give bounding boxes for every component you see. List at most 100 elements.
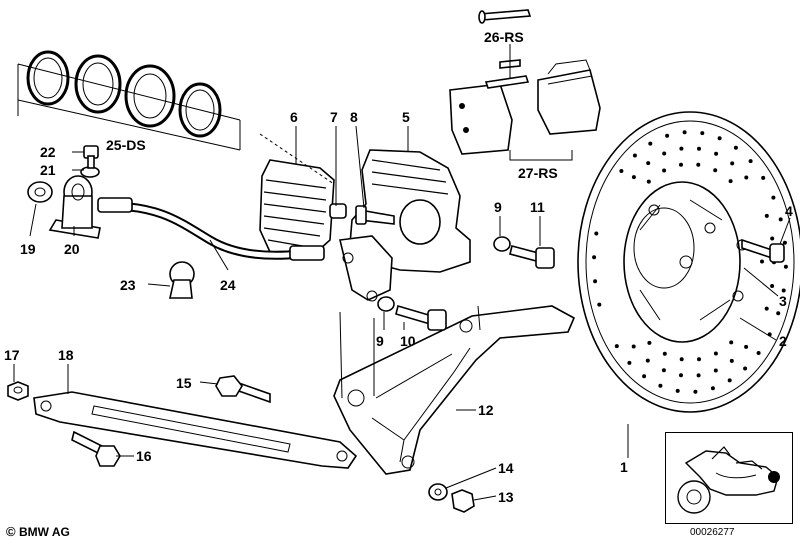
disc-hole [593,279,598,284]
washer-9a[interactable] [493,236,511,252]
disc-hole [770,284,775,288]
brake-disc[interactable] [577,111,800,413]
leader-lines [13,44,791,501]
disc-hole [619,169,624,173]
label-part-14: 14 [498,460,514,476]
disc-hole [646,161,651,166]
nut-17[interactable] [7,381,29,401]
disc-hole [693,389,698,394]
label-part-5: 5 [402,109,410,125]
label-kit-27-rs: 27-RS [518,165,558,181]
label-part-15: 15 [176,375,192,391]
vehicle-position-inset [665,432,793,524]
disc-hole [662,351,667,356]
label-part-9-upper: 9 [494,199,502,215]
disc-hole [645,358,650,363]
disc-hole [764,306,769,311]
disc-hole [662,151,667,156]
disc-hole [778,217,783,222]
motorcycle-silhouette-icon [677,446,780,514]
disc-hole [713,168,718,173]
disc-hole [700,131,705,136]
disc-hole [627,360,632,365]
label-part-24: 24 [220,277,236,293]
washer-14[interactable] [428,483,448,501]
bolt-16[interactable] [71,430,121,467]
label-part-6: 6 [290,109,298,125]
label-part-1: 1 [620,459,628,475]
disc-hole [648,141,653,146]
disc-hole [729,358,734,363]
disc-hole [658,383,663,388]
nut-13[interactable] [451,489,475,513]
bleeder-valve[interactable] [355,205,395,225]
label-part-11: 11 [530,199,545,215]
hose-holder[interactable] [48,175,101,239]
hose-clip[interactable] [169,261,195,299]
disc-hole [713,351,718,356]
caliper-outer-half[interactable] [259,159,335,259]
disc-hole [697,357,701,362]
label-part-23: 23 [120,277,136,293]
disc-hole [679,146,684,151]
disc-hole [764,213,769,218]
label-part-13: 13 [498,489,514,505]
disc-hole [675,388,680,393]
brake-pad-left[interactable] [449,83,513,155]
disc-hole [744,344,749,349]
label-part-12: 12 [478,402,494,418]
label-part-18: 18 [58,347,74,363]
disc-hole [782,240,787,245]
disc-hole [781,288,786,293]
copyright-text: BMW AG [18,525,70,539]
disc-hole [696,162,701,167]
label-kit-26-rs: 26-RS [484,29,524,45]
pad-pin[interactable] [478,9,532,89]
grommet[interactable] [27,181,53,203]
disc-hole [771,195,776,200]
disc-hole [743,366,748,371]
disc-hole [614,344,619,349]
caliper-inner-half[interactable] [339,149,471,302]
caliper-carrier[interactable] [333,305,576,475]
bolt-15[interactable] [215,375,271,404]
disc-hole [682,130,687,135]
disc-hole [679,357,684,362]
disc-hole [727,378,732,383]
disc-hole [696,373,701,378]
disc-hole [717,136,722,141]
disc-hole [697,146,701,151]
disc-hole [770,236,775,241]
label-part-19: 19 [20,241,36,257]
bolt-10[interactable] [395,304,447,331]
disc-hole [761,175,766,180]
caliper-plug[interactable] [329,203,347,219]
label-part-22: 22 [40,144,56,160]
label-part-4: 4 [785,203,793,219]
label-part-9-lower: 9 [376,333,384,349]
disc-hole [632,153,637,158]
washer-9b[interactable] [377,296,395,312]
disc-hole [728,179,733,184]
disc-hole [730,161,735,166]
disc-hole [748,159,753,164]
bolt-11[interactable] [509,245,555,269]
disc-hole [760,259,764,264]
disc-bolt[interactable] [741,238,785,263]
disc-hole [647,340,652,345]
disc-hole [592,255,597,260]
seal-ring-set[interactable] [17,50,241,151]
brake-pad-right[interactable] [537,59,601,135]
torque-arm[interactable] [33,391,358,469]
disc-hole [729,340,734,345]
disc-hole [594,231,599,236]
label-kit-25-ds: 25-DS [106,137,146,153]
disc-hole [662,168,667,173]
disc-hole [783,264,788,269]
disc-hole [756,351,761,355]
disc-hole [631,344,636,349]
screw-small[interactable] [83,145,99,169]
label-part-3: 3 [779,293,787,309]
brake-hose[interactable] [97,197,325,261]
